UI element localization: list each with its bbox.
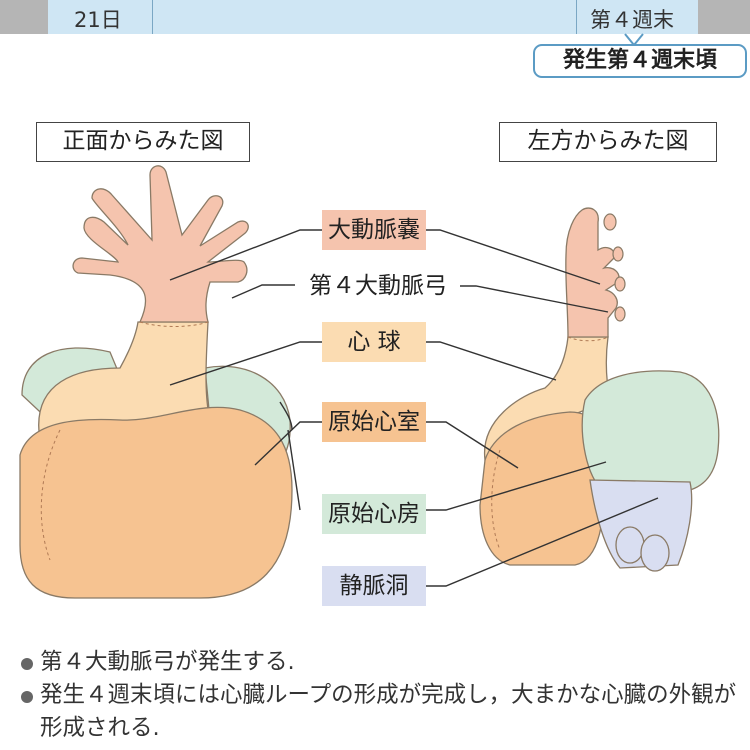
label-aortic-sac: 大動脈嚢 <box>328 217 420 243</box>
label-bg-bulbus <box>322 322 426 362</box>
timeline-right-cap <box>698 0 750 34</box>
left-bulbus-boundary <box>567 336 609 342</box>
label-bg-sinus <box>322 566 426 606</box>
label-bg-aortic-sac <box>322 210 426 250</box>
front-ventricle <box>19 406 293 599</box>
left-ventricle-fold <box>491 449 501 551</box>
timeline-separator <box>576 0 577 34</box>
timeline-track <box>48 0 698 34</box>
left-arch-opening <box>612 246 624 262</box>
label-primitive-atrium: 原始心房 <box>328 501 420 527</box>
timeline-start-label: 21日 <box>74 8 122 32</box>
description-list: 第４大動脈弓が発生する. 発生４週末頃には心臓ループの形成が完成し，大まかな心臓… <box>18 646 738 745</box>
description-item: 第４大動脈弓が発生する. <box>18 646 738 679</box>
timeline-separator <box>152 0 153 34</box>
label-sinus-venosus: 静脈洞 <box>339 573 409 599</box>
label-bg-ventricle <box>322 402 426 442</box>
front-ventricle-fold <box>40 429 61 561</box>
label-bulbus-cordis: 心 球 <box>347 329 401 355</box>
left-arch-opening <box>603 213 617 231</box>
left-sinus-horn <box>615 526 645 564</box>
left-arch-opening <box>614 306 626 322</box>
label-bg-atrium <box>322 494 426 534</box>
leader-lines <box>169 229 659 587</box>
left-view-title: 左方からみた図 <box>499 122 717 162</box>
timeline-end-label: 第４週末 <box>590 8 674 32</box>
front-view-title: 正面からみた図 <box>36 122 250 162</box>
left-aortic-sac <box>565 207 620 338</box>
left-atrium <box>581 370 720 493</box>
label-fourth-aortic-arch: 第４大動脈弓 <box>296 267 460 305</box>
description-item: 発生４週末頃には心臓ループの形成が完成し，大まかな心臓の外観が形成される. <box>18 679 738 745</box>
front-aortic-sac <box>72 165 249 323</box>
stage-callout: 発生第４週末頃 <box>533 44 747 78</box>
label-primitive-ventricle: 原始心室 <box>328 409 420 435</box>
front-bulbus-boundary <box>139 321 209 327</box>
left-arch-opening <box>614 276 626 292</box>
left-sinus-horn <box>640 534 670 572</box>
timeline-left-cap <box>0 0 48 34</box>
timeline-bar: 21日 第４週末 <box>0 0 750 34</box>
